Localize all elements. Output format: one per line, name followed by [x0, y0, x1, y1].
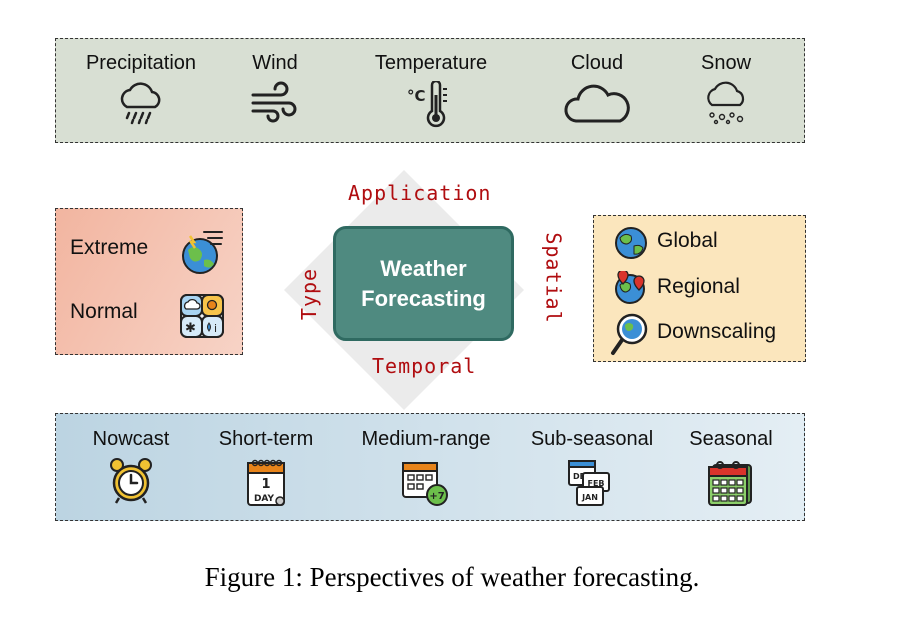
magnifier-globe-icon: [611, 313, 648, 355]
spatial-item-label: Downscaling: [657, 320, 777, 343]
spatial-item-regional: Regional: [657, 275, 740, 299]
calendar-day-icon: 1 DAY: [247, 459, 285, 506]
temporal-item-label: Seasonal: [689, 428, 773, 450]
thermometer-icon: °C: [407, 81, 447, 128]
temporal-item-short-term: Short-term 1 DAY: [191, 428, 341, 507]
globe-icon: [615, 227, 647, 259]
application-item-snow: Snow: [651, 52, 801, 125]
application-item-wind: Wind: [200, 52, 350, 125]
svg-text:✱: ✱: [185, 321, 196, 336]
calendar-plus-icon: +7: [402, 462, 448, 506]
temporal-item-sub-seasonal: Sub-seasonal DEC FEB JAN: [517, 428, 667, 507]
dimension-label-type: Type: [297, 267, 322, 321]
dimension-label-temporal: Temporal: [372, 354, 477, 378]
temporal-item-medium-range: Medium-range +7: [351, 428, 501, 507]
storm-globe-icon: [182, 231, 223, 274]
alarm-clock-icon: [110, 458, 152, 504]
application-item-label: Temperature: [374, 52, 488, 74]
plus-seven-text: +7: [429, 491, 444, 502]
application-item-cloud: Cloud: [522, 52, 672, 125]
calendar-grid-icon: [708, 461, 752, 506]
snow-cloud-icon: [707, 81, 745, 125]
figure-caption: Figure 1: Perspectives of weather foreca…: [204, 562, 700, 592]
application-item-temperature: Temperature °C: [356, 52, 506, 129]
dimension-label-application: Application: [348, 181, 492, 205]
temporal-item-label: Nowcast: [92, 428, 170, 450]
temporal-item-nowcast: Nowcast: [56, 428, 206, 505]
spatial-item-label: Global: [657, 229, 718, 252]
weather-forecasting-center-box: Weather Forecasting: [333, 226, 514, 341]
temporal-item-seasonal: Seasonal: [656, 428, 806, 507]
svg-text:i: i: [214, 322, 217, 335]
rain-cloud-icon: [120, 82, 161, 125]
application-item-label: Wind: [252, 52, 298, 74]
month-feb-text: FEB: [587, 479, 604, 488]
type-item-label: Extreme: [70, 236, 149, 259]
dimension-label-spatial: Spatial: [541, 232, 566, 324]
application-panel: [55, 38, 805, 143]
svg-text:°C: °C: [407, 87, 426, 105]
weather-grid-icon: ✱ i: [180, 294, 224, 338]
application-item-label: Snow: [700, 52, 752, 74]
center-title-line1: Weather: [380, 255, 467, 281]
temporal-item-label: Medium-range: [361, 428, 491, 450]
map-pin-globe-icon: [615, 271, 645, 304]
calendar-day-number: 1: [261, 477, 270, 492]
application-item-label: Cloud: [570, 52, 624, 74]
center-title-line2: Forecasting: [361, 285, 486, 311]
application-item-precipitation: Precipitation: [66, 52, 216, 125]
temporal-item-label: Short-term: [218, 428, 314, 450]
application-item-label: Precipitation: [85, 52, 197, 74]
type-item-label: Normal: [70, 300, 138, 323]
spatial-item-global: Global: [657, 229, 718, 253]
type-item-extreme: Extreme: [70, 236, 148, 260]
month-jan-text: JAN: [581, 493, 598, 502]
calendar-day-text: DAY: [254, 494, 275, 504]
calendar-months-icon: DEC FEB JAN: [568, 460, 610, 506]
temporal-item-label: Sub-seasonal: [530, 428, 654, 450]
spatial-item-label: Regional: [657, 275, 740, 298]
cloud-icon: [564, 84, 630, 123]
type-item-normal: Normal: [70, 300, 138, 324]
wind-icon: [251, 81, 297, 123]
spatial-item-downscaling: Downscaling: [657, 320, 776, 344]
